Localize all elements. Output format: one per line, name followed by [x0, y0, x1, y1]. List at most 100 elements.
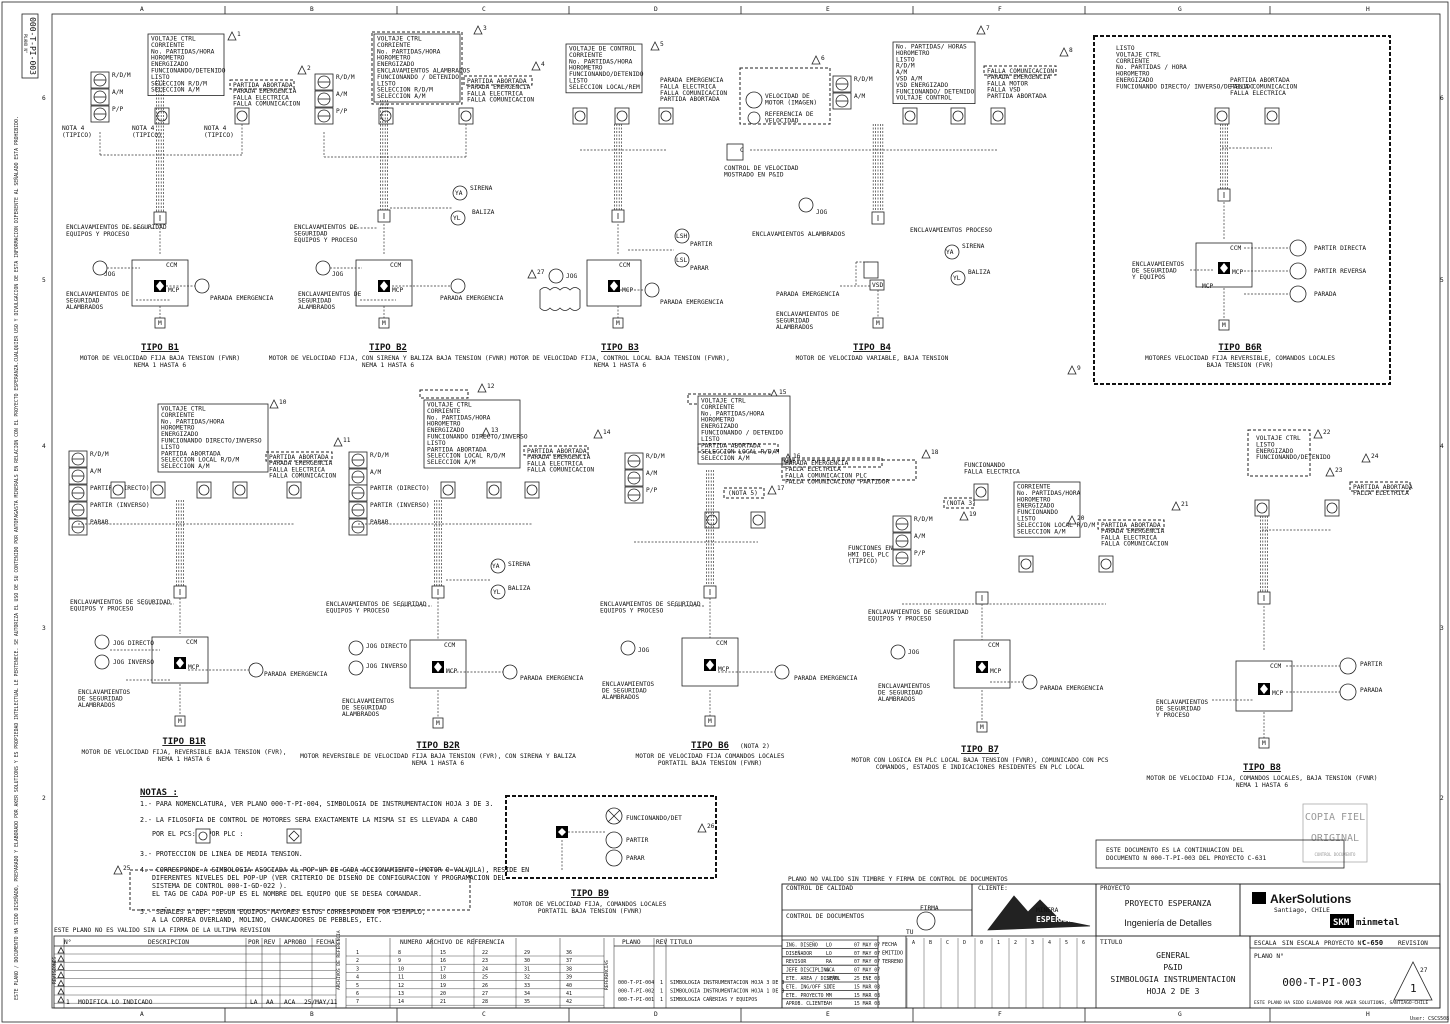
- mcp-diamond: [978, 662, 986, 672]
- alarm-item: FALLA COMUNICACION: [527, 467, 594, 474]
- signer-initials: MM: [826, 993, 832, 999]
- speed-control: [726, 143, 744, 161]
- motor-box: [432, 717, 444, 729]
- jog-inverse: [348, 660, 364, 676]
- popup-item: LISTO: [151, 74, 170, 81]
- revision-number: 14: [603, 429, 611, 436]
- tag-ya: YA: [492, 563, 500, 570]
- revision-cell: LA: [250, 999, 258, 1006]
- popup-item: PARTIDA ABORTADA: [701, 442, 761, 449]
- button-label: PARADA: [1360, 687, 1383, 694]
- text-line: ENCLAVAMIENTOS: [1156, 699, 1208, 706]
- ref-number: 12: [398, 983, 404, 989]
- ref-rev: 1: [660, 988, 663, 994]
- note-line: 1.- PARA NOMENCLATURA, VER PLANO 000-T-P…: [140, 800, 493, 808]
- mcp-diamond: [434, 662, 442, 672]
- popup-item: No. PARTIDAS/HORA: [377, 48, 441, 55]
- selector-label: A/M: [370, 469, 381, 476]
- text-line: EQUIPOS Y PROCESO: [600, 607, 664, 614]
- revision-triangle-shape: [697, 823, 707, 833]
- jog-button: [548, 268, 564, 284]
- push-button: [605, 849, 623, 867]
- selector-icon: [488, 484, 500, 496]
- company-name: AkerSolutions: [1270, 892, 1352, 906]
- alarm-item: FALLA MOTOR: [987, 80, 1028, 87]
- column-label: D: [654, 6, 658, 13]
- popup-item: CORRIENTE: [569, 52, 603, 59]
- revision-triangle-shape: [959, 511, 969, 521]
- jog-inverse: [94, 654, 110, 670]
- ref-number: 25: [482, 975, 488, 981]
- note-line: 3.- PROTECCION DE LINEA DE MEDIA TENSION…: [140, 850, 303, 858]
- column-label: C: [482, 6, 486, 13]
- type-b4: No. PARTIDAS/ HORASHOROMETROLISTOR/D/MA/…: [724, 25, 1073, 362]
- type-desc: MOTOR DE VELOCIDAD FIJA, COMANDOS LOCALE…: [1147, 775, 1378, 782]
- ref-number: 35: [524, 999, 530, 1005]
- ref-number: 20: [440, 991, 446, 997]
- popup-item: VOLTAJE DE CONTROL: [569, 46, 636, 53]
- popup-item: CORRIENTE: [377, 42, 411, 49]
- ref-plano: 000-T-PI-004: [618, 980, 654, 986]
- signer-role: DISEÑADOR: [786, 950, 812, 957]
- note-line: 4.- CORRESPONDE A SIMBOLOGIA ASOCIADA AL…: [140, 866, 529, 874]
- revision-number: 16: [793, 453, 801, 460]
- revision-header: DESCRIPCION: [148, 939, 189, 946]
- revision-triangle-shape: [481, 427, 491, 437]
- selector-icon: [706, 514, 718, 526]
- revision-cloud: [781, 459, 917, 481]
- mcp-diamond: [610, 281, 618, 291]
- tb-grid-letter: 3: [1031, 940, 1034, 946]
- popup-item: SELECCION A/M: [701, 455, 750, 462]
- svg-text:ORIGINAL: ORIGINAL: [1311, 833, 1359, 844]
- note-ref: (TIPICO): [62, 132, 92, 139]
- popup-item: No. PARTIDAS/HORA: [1017, 490, 1081, 497]
- alarm-item: FALLA ELECTRICA: [233, 94, 289, 101]
- alarm-item: FALLA COMUNICACION: [269, 473, 336, 480]
- type-title: TIPO B4: [853, 343, 892, 353]
- speed-indicator: [745, 91, 763, 109]
- revision-number: 3: [483, 25, 487, 32]
- motor-box: [174, 715, 186, 727]
- revision-number: 11: [343, 437, 351, 444]
- revision-header: POR: [248, 939, 259, 946]
- selector-icon: [1266, 110, 1278, 122]
- ref-number: 39: [566, 975, 572, 981]
- stop-label: PARAR: [690, 265, 709, 272]
- popup-item: VOLTAJE CTRL: [161, 406, 206, 413]
- revision-triangle-shape: [1171, 501, 1181, 511]
- revision-number: 20: [1077, 515, 1085, 522]
- row-label: 3: [42, 625, 46, 632]
- signer-initials: JC: [826, 984, 832, 990]
- popup-item: HOROMETRO: [151, 55, 185, 62]
- text-line: ENCLAVAMIENTOS DE: [298, 291, 362, 298]
- popup-box: [373, 33, 461, 103]
- plano-tag-side: 000-T-PI-003: [28, 17, 37, 75]
- revision-row-triangle: [57, 963, 65, 970]
- note-ref: NOTA 4: [62, 125, 85, 132]
- titulo-line: GENERAL: [1156, 951, 1190, 960]
- mcp-label: MCP: [990, 668, 1001, 675]
- text-line: ENCLAVAMIENTOS: [602, 681, 654, 688]
- selector-icon: [1256, 502, 1268, 514]
- proyecto-no: C-650: [1362, 939, 1383, 947]
- selector-label: P/P: [336, 108, 347, 115]
- text-line: (TIPICO): [848, 558, 878, 565]
- selector-label: PARAR: [370, 519, 389, 526]
- ccm-label: CCM: [166, 262, 177, 269]
- selector-icon: [975, 486, 987, 498]
- revision-number: 9: [1077, 365, 1081, 372]
- selector-icon: [460, 110, 472, 122]
- row-label: 4: [1440, 443, 1444, 450]
- selector-icon: [1326, 502, 1338, 514]
- estop-button: [450, 278, 466, 294]
- sknm-text: SKM: [1333, 918, 1350, 928]
- revision-triangle: 26: [697, 823, 715, 833]
- popup-box: [565, 43, 643, 94]
- text-line: ENCLAVAMIENTOS DE: [294, 224, 358, 231]
- tb-grid-letter: 4: [1048, 940, 1051, 946]
- text-line: VELOCIDAD DE: [765, 93, 810, 100]
- selector-label: P/P: [914, 550, 925, 557]
- plc-symbol: [286, 828, 302, 844]
